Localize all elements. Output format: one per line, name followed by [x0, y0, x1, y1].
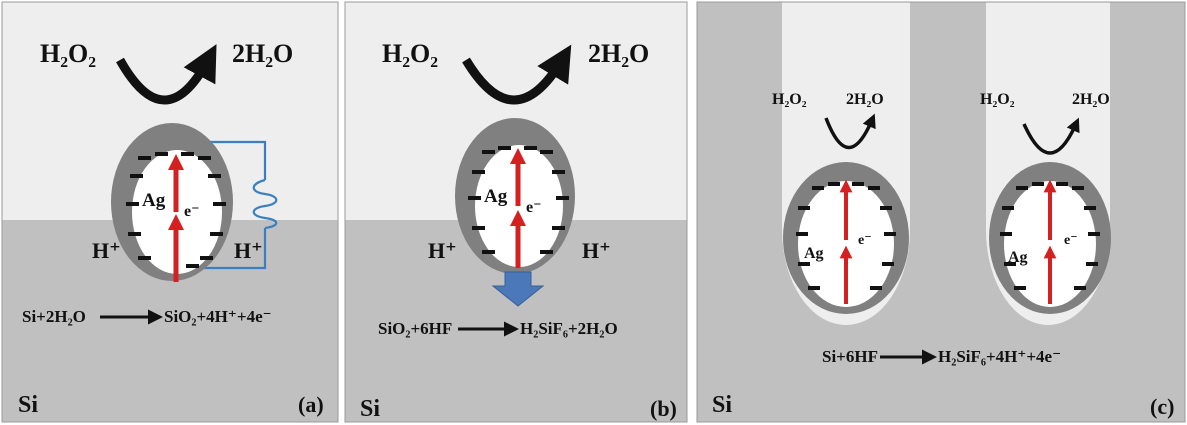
- reaction-rhs: SiO₂+4H⁺+4e⁻: [164, 307, 272, 326]
- reaction-rhs: H₂SiF₆+2H₂O: [520, 319, 618, 338]
- silver-particle: [798, 181, 894, 307]
- oxidant-label: H₂O₂: [382, 39, 438, 68]
- reaction-rhs: H₂SiF₆+4H⁺+4e⁻: [938, 347, 1061, 366]
- curved-arrow-icon: [1022, 117, 1080, 155]
- proton-right-label: H⁺: [582, 238, 611, 263]
- particle-label: Ag: [1008, 249, 1028, 266]
- particle-label: Ag: [484, 186, 508, 207]
- oxidant-label: H₂O₂: [40, 39, 96, 68]
- proton-left-label: H⁺: [92, 238, 121, 263]
- particle-label: Ag: [142, 190, 166, 211]
- substrate-label: Si: [18, 392, 38, 418]
- curved-arrow-icon: [116, 44, 217, 105]
- curved-arrow-icon: [824, 113, 876, 150]
- external-circuit-wire-return: [180, 228, 267, 270]
- proton-right-label: H⁺: [234, 238, 263, 263]
- reaction-lhs: SiO₂+6HF: [378, 319, 452, 338]
- panel-label: (c): [1150, 394, 1174, 419]
- pore-1: H₂O₂ 2H₂O Ag e⁻: [772, 91, 909, 314]
- panel-c: H₂O₂ 2H₂O Ag e⁻ H₂O₂ 2H₂O: [696, 1, 1186, 423]
- down-arrow-icon: [491, 271, 545, 307]
- charge-marks: [468, 146, 569, 254]
- panel-frame: [344, 1, 688, 423]
- reaction-lhs: Si+6HF: [822, 347, 878, 366]
- charge-marks: [1000, 182, 1100, 290]
- panel-frame: [1, 1, 339, 423]
- substrate-label: Si: [712, 392, 732, 418]
- product-label: 2H₂O: [232, 39, 293, 68]
- electron-label: e⁻: [1064, 233, 1078, 248]
- panel-label: (a): [298, 392, 324, 417]
- panel-a: H₂O₂ 2H₂O Ag e⁻ H⁺ H⁺ Si+2H₂O SiO₂+4H⁺+4…: [1, 1, 339, 423]
- charge-marks: [796, 182, 896, 290]
- electron-label: e⁻: [526, 199, 542, 216]
- oxidant-label: H₂O₂: [980, 91, 1015, 108]
- charge-marks: [126, 152, 226, 268]
- electron-label: e⁻: [184, 203, 200, 220]
- reaction-lhs: Si+2H₂O: [22, 307, 86, 326]
- substrate-label: Si: [360, 396, 380, 422]
- pore-2: H₂O₂ 2H₂O Ag e⁻: [980, 91, 1111, 314]
- particle-label: Ag: [804, 245, 824, 262]
- product-label: 2H₂O: [588, 39, 649, 68]
- panel-b: H₂O₂ 2H₂O Ag e⁻ H⁺ H⁺ SiO₂+6HF H₂SiF₆+2H…: [344, 1, 688, 423]
- panel-frame: [696, 1, 1186, 423]
- product-label: 2H₂O: [846, 91, 884, 108]
- product-label: 2H₂O: [1072, 91, 1110, 108]
- proton-left-label: H⁺: [428, 238, 457, 263]
- oxidant-label: H₂O₂: [772, 91, 807, 108]
- curved-arrow-icon: [462, 44, 572, 105]
- resistor-icon: [252, 178, 278, 230]
- silver-particle: [1004, 181, 1096, 307]
- electron-label: e⁻: [858, 233, 872, 248]
- panel-label: (b): [650, 396, 677, 421]
